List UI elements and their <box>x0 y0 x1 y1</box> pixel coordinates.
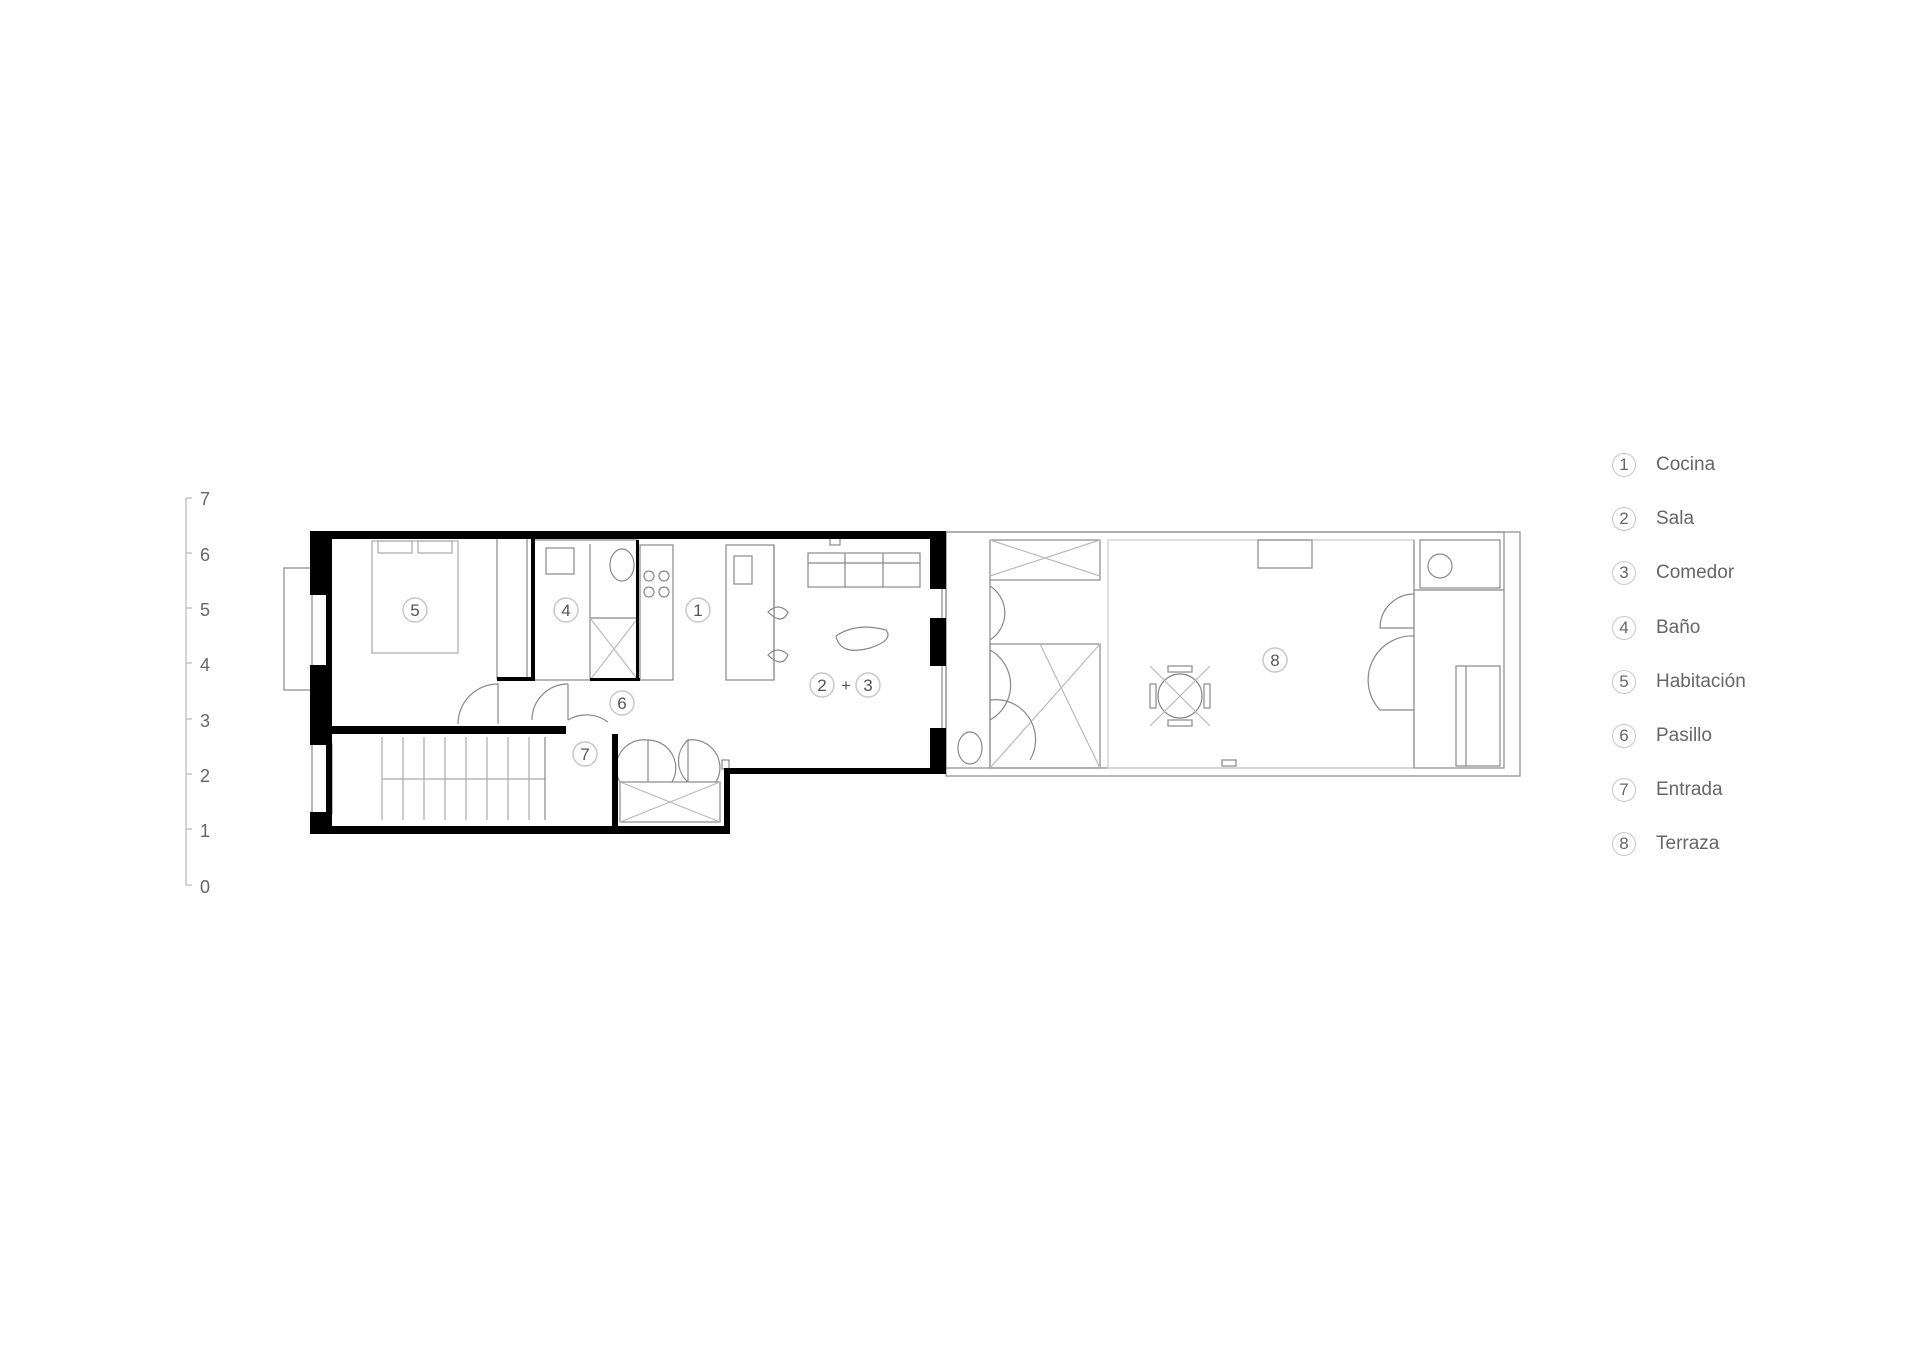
legend-item-bano: 4 Baño <box>1612 613 1700 643</box>
scale-tick-label: 0 <box>200 877 210 897</box>
legend-item-terraza: 8 Terraza <box>1612 829 1719 859</box>
walls <box>310 531 946 834</box>
legend-label: Pasillo <box>1656 725 1712 746</box>
scale-tick-label: 7 <box>200 489 210 509</box>
legend-label: Cocina <box>1656 454 1716 475</box>
legend-item-sala: 2 Sala <box>1612 504 1694 534</box>
legend-number: 3 <box>1612 561 1636 585</box>
scale-tick-label: 1 <box>200 821 210 841</box>
interior-lines <box>283 531 1521 823</box>
room-markers: 5 4 1 2 + 3 6 7 8 <box>402 597 1288 767</box>
room-joiner: + <box>841 676 851 695</box>
legend-number: 1 <box>1612 453 1636 477</box>
room-number: 2 <box>817 676 826 695</box>
room-number: 1 <box>693 601 702 620</box>
scale-tick-label: 5 <box>200 600 210 620</box>
scale-labels: 7 6 5 4 3 2 1 0 <box>200 489 210 897</box>
scale-tick-label: 4 <box>200 655 210 675</box>
room-marker-bedroom: 5 <box>402 597 428 623</box>
legend-label: Baño <box>1656 617 1701 638</box>
scale-bar <box>185 497 192 886</box>
legend-label: Habitación <box>1656 671 1746 692</box>
room-number: 7 <box>580 745 589 764</box>
room-marker-hallway: 6 <box>609 690 635 716</box>
scale-tick-label: 6 <box>200 545 210 565</box>
room-marker-entrance: 7 <box>572 741 598 767</box>
room-marker-living-dining: 2 + 3 <box>809 672 881 698</box>
room-marker-bathroom: 4 <box>553 597 579 623</box>
scale-tick-label: 2 <box>200 766 210 786</box>
legend-item-comedor: 3 Comedor <box>1612 558 1734 588</box>
legend-label: Sala <box>1656 508 1695 529</box>
legend-number: 7 <box>1612 778 1636 802</box>
legend-label: Terraza <box>1656 833 1720 854</box>
legend-number: 2 <box>1612 507 1636 531</box>
room-number: 4 <box>561 601 570 620</box>
room-number: 3 <box>863 676 872 695</box>
legend-label: Comedor <box>1656 562 1735 583</box>
scale-tick-label: 3 <box>200 711 210 731</box>
legend-item-cocina: 1 Cocina <box>1612 450 1715 480</box>
room-number: 6 <box>617 694 626 713</box>
legend-number: 4 <box>1612 616 1636 640</box>
room-number: 8 <box>1270 651 1279 670</box>
legend-item-pasillo: 6 Pasillo <box>1612 721 1712 751</box>
legend-number: 8 <box>1612 832 1636 856</box>
room-marker-kitchen: 1 <box>685 597 711 623</box>
room-number: 5 <box>410 601 419 620</box>
legend-label: Entrada <box>1656 779 1723 800</box>
room-marker-terrace: 8 <box>1262 647 1288 673</box>
legend-item-entrada: 7 Entrada <box>1612 775 1723 805</box>
legend-number: 6 <box>1612 724 1636 748</box>
legend-number: 5 <box>1612 670 1636 694</box>
legend-item-habitacion: 5 Habitación <box>1612 667 1746 697</box>
